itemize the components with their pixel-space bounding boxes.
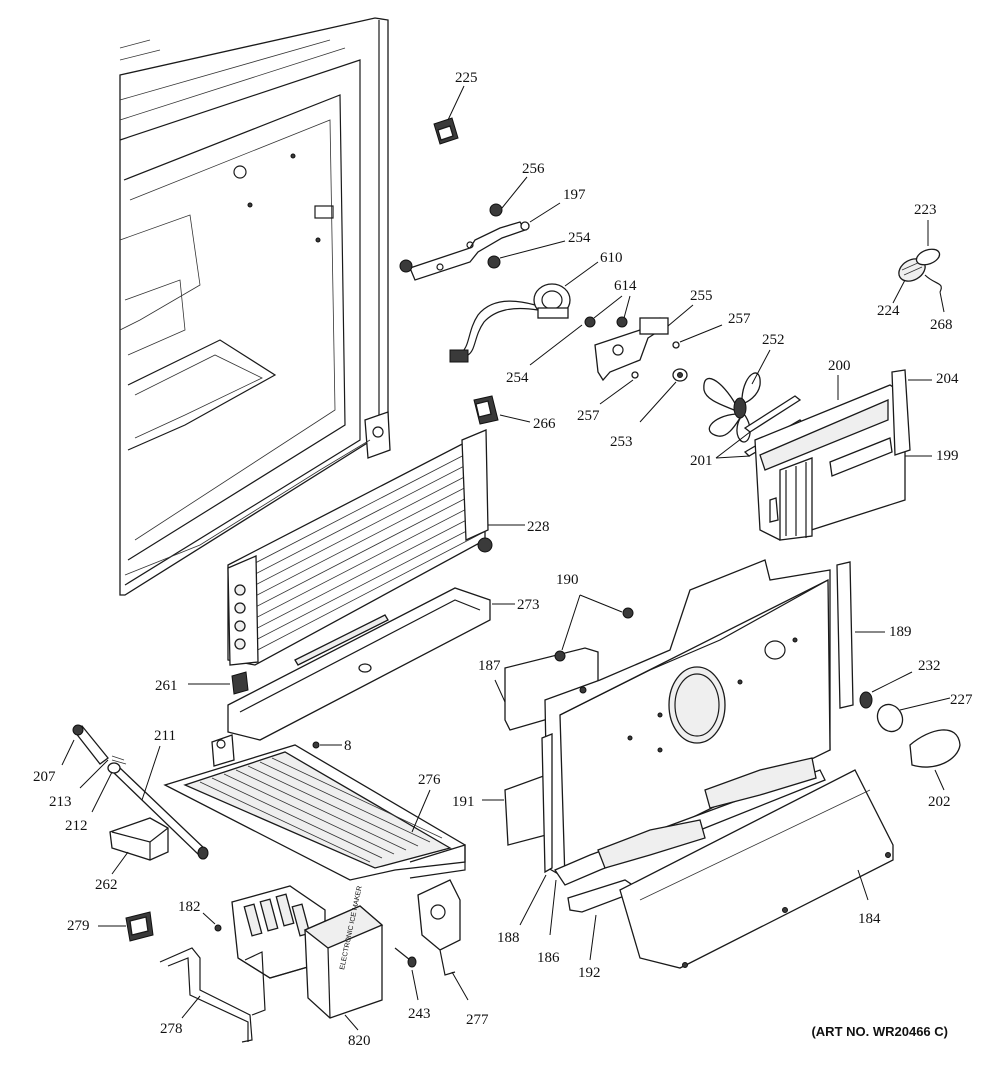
part-266-cover: 266 xyxy=(473,395,556,432)
label-232: 232 xyxy=(918,658,941,674)
part-279-switch: 279 xyxy=(67,911,154,942)
label-261: 261 xyxy=(155,678,178,694)
part-276-evaporator-cover: 276 xyxy=(163,734,466,881)
part-188-foam-strip: 188 xyxy=(497,733,553,946)
part-277-damper-control: 277 xyxy=(417,879,489,1028)
part-227-bulb: 227 xyxy=(876,692,973,733)
label-254-upper: 254 xyxy=(568,230,591,246)
label-211: 211 xyxy=(154,728,176,744)
label-276: 276 xyxy=(418,772,441,788)
label-191: 191 xyxy=(452,794,475,810)
part-228-evaporator: 228 xyxy=(227,429,550,666)
label-225: 225 xyxy=(455,70,478,86)
label-186: 186 xyxy=(537,950,560,966)
label-224: 224 xyxy=(877,303,900,319)
label-223: 223 xyxy=(914,202,937,218)
label-202: 202 xyxy=(928,794,951,810)
part-255-motor-bracket: 255 xyxy=(594,288,713,382)
label-614: 614 xyxy=(614,278,637,294)
part-257-screw-b: 257 xyxy=(577,371,639,424)
part-254-grommet-lower: 254 xyxy=(506,324,583,386)
label-197: 197 xyxy=(563,187,586,203)
label-243: 243 xyxy=(408,1006,431,1022)
part-610-fan-motor: 610 xyxy=(449,250,623,363)
label-253: 253 xyxy=(610,434,633,450)
part-224-sensor: 223 224 268 xyxy=(877,202,953,333)
part-184-bottom-cover: 184 xyxy=(619,769,894,969)
part-253-nut: 253 xyxy=(610,368,688,450)
label-187: 187 xyxy=(478,658,501,674)
part-202-light-shield: 202 xyxy=(909,729,961,810)
part-261-cap: 261 xyxy=(155,671,249,695)
part-256-bracket: 256 xyxy=(399,161,545,281)
part-182-screw: 182 xyxy=(178,899,222,932)
label-278: 278 xyxy=(160,1021,183,1037)
part-8-screw: 8 xyxy=(312,738,352,754)
label-257-b: 257 xyxy=(577,408,600,424)
label-256: 256 xyxy=(522,161,545,177)
part-211-heater: 211 207 213 212 xyxy=(33,724,209,860)
label-189: 189 xyxy=(889,624,912,640)
part-199-fan-shroud: 200 204 199 xyxy=(754,358,959,541)
part-189-foam-strip: 189 xyxy=(836,561,912,709)
label-188: 188 xyxy=(497,930,520,946)
part-197-screw: 197 xyxy=(520,187,586,231)
label-200: 200 xyxy=(828,358,851,374)
part-278-mounting-bracket: 278 xyxy=(159,947,266,1043)
label-268: 268 xyxy=(930,317,953,333)
part-225-switch: 225 xyxy=(433,70,478,145)
label-192: 192 xyxy=(578,965,601,981)
label-257-a: 257 xyxy=(728,311,751,327)
label-201: 201 xyxy=(690,453,713,469)
label-182: 182 xyxy=(178,899,201,915)
label-190: 190 xyxy=(556,572,579,588)
part-232-light-socket: 232 xyxy=(859,658,941,709)
part-192-seal: 192 xyxy=(567,879,642,981)
label-213: 213 xyxy=(49,794,72,810)
label-207: 207 xyxy=(33,769,56,785)
part-back-panel: 190 xyxy=(544,559,831,882)
label-262: 262 xyxy=(95,877,118,893)
label-610: 610 xyxy=(600,250,623,266)
part-273-drain-trough: 273 xyxy=(227,587,540,741)
part-614-grommets: 614 xyxy=(584,278,637,328)
label-266: 266 xyxy=(533,416,556,432)
part-254-grommet-upper: 254 xyxy=(487,230,591,269)
label-228: 228 xyxy=(527,519,550,535)
part-257-screw-a: 257 xyxy=(672,311,751,349)
part-252-fan-blade: 252 xyxy=(703,332,785,443)
label-212: 212 xyxy=(65,818,88,834)
label-199: 199 xyxy=(936,448,959,464)
label-184: 184 xyxy=(858,911,881,927)
label-273: 273 xyxy=(517,597,540,613)
art-number: (ART NO. WR20466 C) xyxy=(811,1024,948,1039)
label-277: 277 xyxy=(466,1012,489,1028)
label-279: 279 xyxy=(67,918,90,934)
label-8: 8 xyxy=(344,738,352,754)
label-252: 252 xyxy=(762,332,785,348)
part-262-bracket: 262 xyxy=(95,817,169,893)
label-820: 820 xyxy=(348,1033,371,1049)
label-204: 204 xyxy=(936,371,959,387)
label-254-lower: 254 xyxy=(506,370,529,386)
label-227: 227 xyxy=(950,692,973,708)
part-820-ice-maker-module: ELECTRONIC ICE MAKER 820 xyxy=(303,885,384,1049)
part-243-screw: 243 xyxy=(394,947,431,1022)
label-255: 255 xyxy=(690,288,713,304)
freezer-liner xyxy=(119,17,391,596)
part-186-duct: 186 xyxy=(537,757,826,966)
